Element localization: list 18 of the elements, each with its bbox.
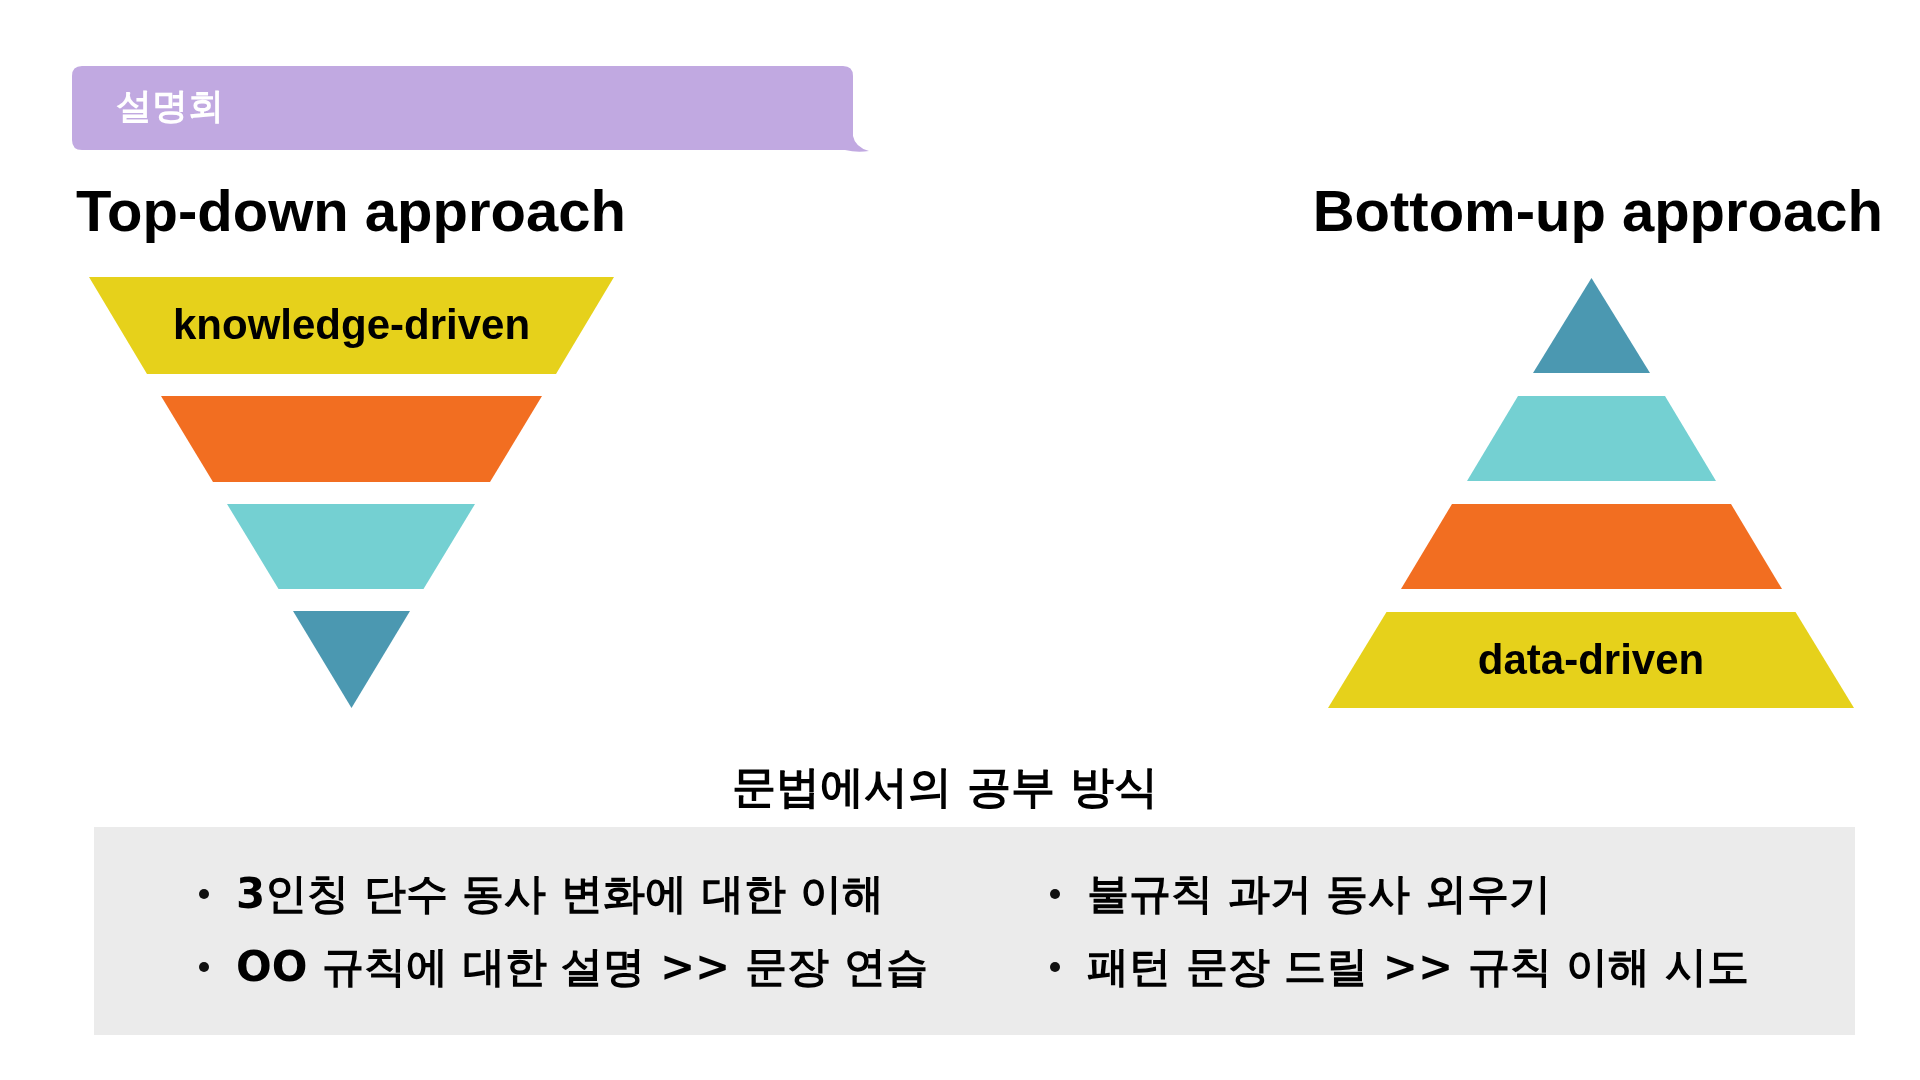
pyramid-tip-triangle [1533, 278, 1650, 373]
list-item: 불규칙 과거 동사 외우기 [1087, 868, 1551, 920]
pyramid-layer [1467, 396, 1716, 481]
layer-label: knowledge-driven [172, 301, 531, 350]
pyramid-layer [1401, 504, 1782, 589]
pyramid-layer [227, 504, 475, 589]
pyramid-layer [161, 396, 542, 482]
pyramid-tip-triangle [293, 611, 410, 708]
pyramid-title: Top-down approach [76, 177, 626, 245]
banner-text: 설명회 [116, 84, 224, 128]
pyramid-layer [89, 277, 614, 374]
list-item: 패턴 문장 드릴 >> 규칙 이해 시도 [1087, 941, 1750, 993]
pyramid-title: Bottom-up approach [1312, 177, 1883, 245]
list-item: 3인칭 단수 동사 변화에 대한 이해 [236, 868, 885, 920]
pyramid-layer [1328, 612, 1854, 708]
layer-label: data-driven [1477, 635, 1705, 685]
section-heading: 문법에서의 공부 방식 [731, 760, 1159, 814]
list-item: OO 규칙에 대한 설명 >> 문장 연습 [236, 941, 928, 993]
